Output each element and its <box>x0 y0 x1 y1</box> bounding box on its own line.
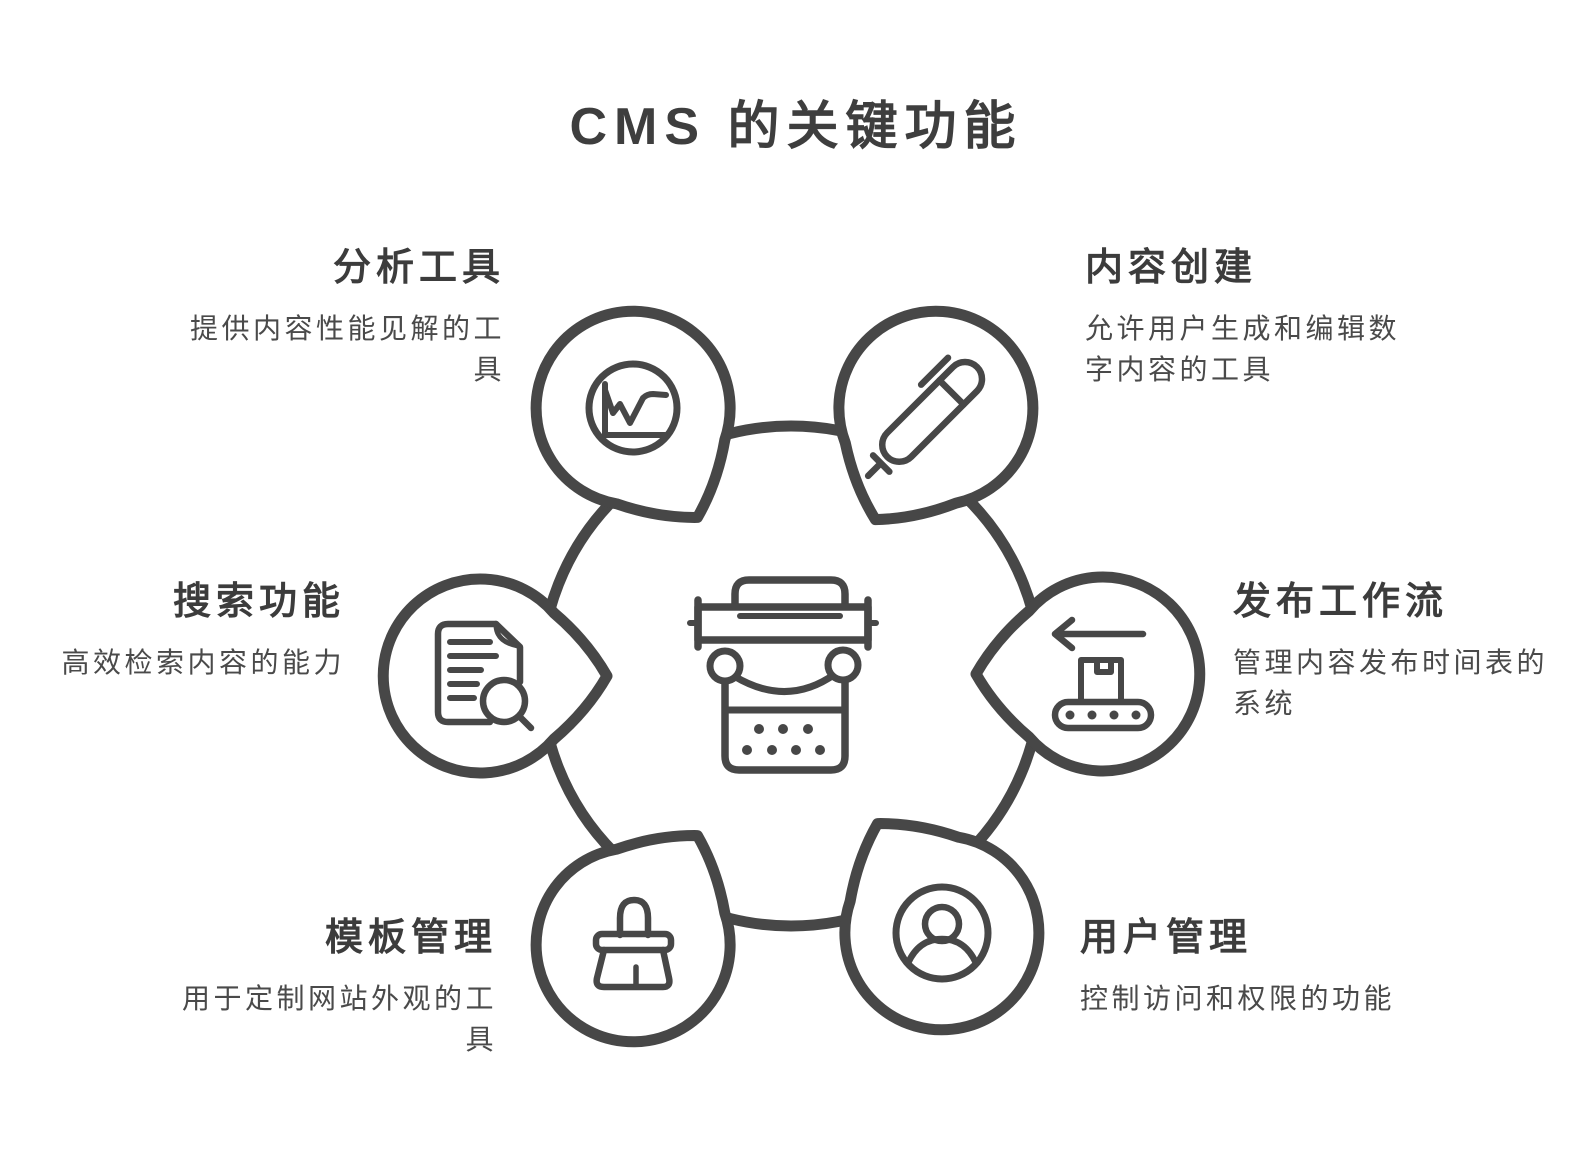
node-description: 控制访问和权限的功能 <box>1080 982 1396 1014</box>
line-chart-icon <box>585 360 681 456</box>
node-label-search: 搜索功能 高效检索内容的能力 <box>13 580 345 683</box>
node-label-publish: 发布工作流 管理内容发布时间表的系统 <box>1233 580 1565 724</box>
page-title: CMS 的关键功能 <box>569 98 1023 156</box>
typewriter-icon <box>687 576 879 774</box>
node-title: 模板管理 <box>324 917 497 959</box>
node-description: 允许用户生成和编辑数字内容的工具 <box>1085 312 1401 386</box>
pen-icon <box>864 354 986 480</box>
node-title: 内容创建 <box>1085 247 1258 289</box>
document-search-icon <box>434 620 535 732</box>
node-droplet-analytics <box>500 275 781 566</box>
node-title: 搜索功能 <box>172 581 345 623</box>
node-label-analytics: 分析工具 提供内容性能见解的工具 <box>173 246 505 390</box>
paint-brush-icon <box>592 896 675 991</box>
node-droplet-content <box>790 277 1067 566</box>
node-title: 用户管理 <box>1080 917 1253 959</box>
node-label-user: 用户管理 控制访问和权限的功能 <box>1080 916 1412 1019</box>
node-label-template: 模板管理 用于定制网站外观的工具 <box>165 916 497 1060</box>
user-icon <box>892 883 992 983</box>
node-description: 提供内容性能见解的工具 <box>189 312 505 386</box>
node-title: 发布工作流 <box>1233 581 1449 623</box>
node-droplet-publish <box>976 577 1200 771</box>
node-title: 分析工具 <box>332 247 505 289</box>
node-label-content: 内容创建 允许用户生成和编辑数字内容的工具 <box>1085 246 1417 390</box>
node-description: 用于定制网站外观的工具 <box>181 982 497 1056</box>
conveyor-arrow-icon <box>1051 616 1155 732</box>
node-description: 管理内容发布时间表的系统 <box>1233 646 1549 720</box>
node-droplet-search <box>383 579 607 773</box>
node-description: 高效检索内容的能力 <box>61 646 345 678</box>
